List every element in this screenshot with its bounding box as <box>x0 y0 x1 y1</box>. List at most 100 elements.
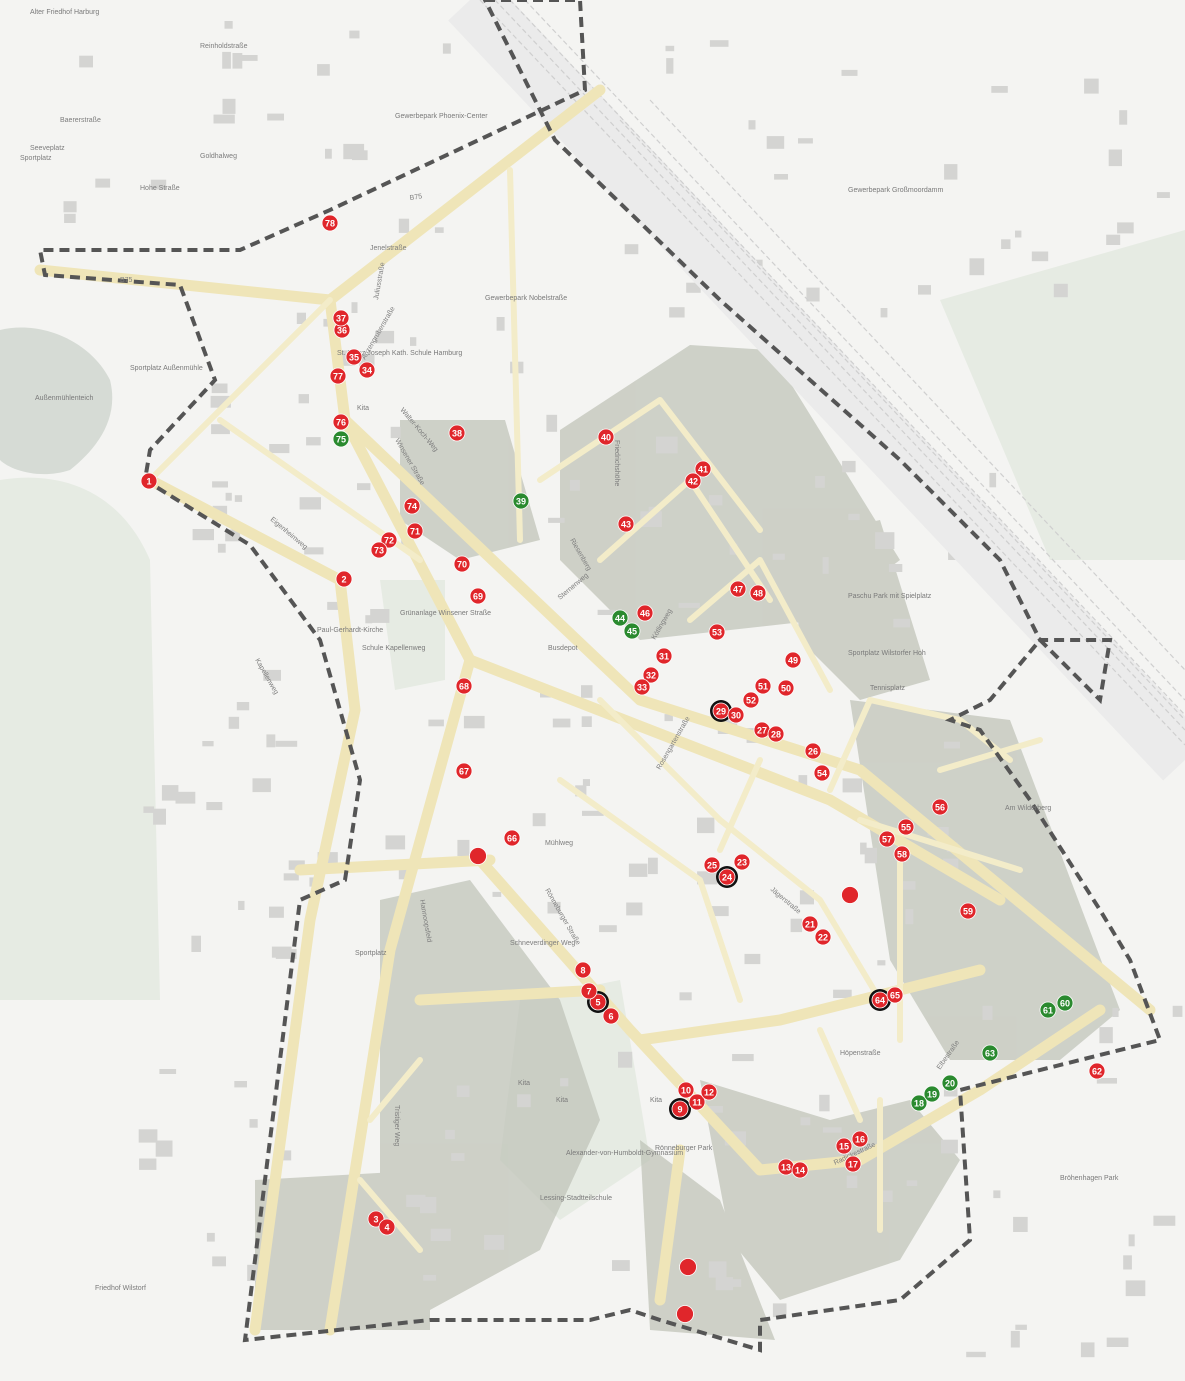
marker-red[interactable]: 46 <box>636 604 654 622</box>
marker-red[interactable]: 55 <box>897 818 915 836</box>
marker-red[interactable]: 54 <box>813 764 831 782</box>
marker-red[interactable]: 41 <box>694 460 712 478</box>
marker-dot <box>677 1081 695 1099</box>
marker-red[interactable]: 22 <box>814 928 832 946</box>
marker-green[interactable]: 18 <box>910 1094 928 1112</box>
marker-red[interactable]: 9 <box>669 1098 691 1120</box>
marker-red[interactable]: 35 <box>345 348 363 366</box>
marker-label: 34 <box>362 366 372 376</box>
marker-red[interactable]: 72 <box>380 531 398 549</box>
marker-red[interactable]: 7 <box>580 982 598 1000</box>
marker-red[interactable]: 32 <box>642 666 660 684</box>
marker-green[interactable]: 39 <box>512 492 530 510</box>
marker-red[interactable]: 64 <box>869 989 891 1011</box>
marker-dot <box>886 986 904 1004</box>
marker-red[interactable]: 69 <box>469 587 487 605</box>
marker-dot <box>727 706 745 724</box>
marker-red[interactable]: 43 <box>617 515 635 533</box>
marker-red[interactable] <box>679 1258 697 1276</box>
marker-green[interactable]: 20 <box>941 1074 959 1092</box>
marker-red[interactable]: 2 <box>335 570 353 588</box>
marker-red[interactable]: 17 <box>844 1155 862 1173</box>
marker-red[interactable]: 68 <box>455 677 473 695</box>
marker-red[interactable]: 26 <box>804 742 822 760</box>
marker-green[interactable]: 19 <box>923 1085 941 1103</box>
building <box>283 873 299 881</box>
marker-green[interactable]: 44 <box>611 609 629 627</box>
marker-red[interactable]: 47 <box>729 580 747 598</box>
marker-red[interactable]: 11 <box>688 1093 706 1111</box>
marker-red[interactable]: 67 <box>455 762 473 780</box>
marker-dot <box>602 1007 620 1025</box>
building <box>1106 1337 1129 1347</box>
building <box>877 960 886 966</box>
building <box>842 778 862 793</box>
marker-red[interactable]: 70 <box>453 555 471 573</box>
marker-red[interactable]: 10 <box>677 1081 695 1099</box>
marker-red[interactable]: 57 <box>878 830 896 848</box>
building <box>1001 239 1011 249</box>
marker-red[interactable]: 62 <box>1088 1062 1106 1080</box>
marker-red[interactable]: 30 <box>727 706 745 724</box>
marker-red[interactable]: 51 <box>754 677 772 695</box>
building <box>669 307 685 318</box>
marker-green[interactable]: 61 <box>1039 1001 1057 1019</box>
marker-red[interactable] <box>469 847 487 865</box>
marker-red[interactable]: 65 <box>886 986 904 1004</box>
marker-red[interactable]: 38 <box>448 424 466 442</box>
marker-red[interactable]: 34 <box>358 361 376 379</box>
marker-red[interactable] <box>841 886 859 904</box>
marker-label: 45 <box>627 627 637 637</box>
marker-red[interactable]: 77 <box>329 367 347 385</box>
marker-green[interactable]: 63 <box>981 1044 999 1062</box>
street-label: Schneverdinger Weg <box>510 940 575 947</box>
marker-red[interactable]: 42 <box>684 472 702 490</box>
marker-red[interactable]: 14 <box>791 1161 809 1179</box>
marker-red[interactable]: 50 <box>777 679 795 697</box>
marker-red[interactable]: 25 <box>703 856 721 874</box>
marker-red[interactable]: 15 <box>835 1137 853 1155</box>
marker-red[interactable]: 59 <box>959 902 977 920</box>
marker-green[interactable]: 75 <box>332 430 350 448</box>
marker-red[interactable]: 1 <box>140 472 158 490</box>
marker-red[interactable] <box>676 1305 694 1323</box>
building <box>888 564 903 572</box>
marker-red[interactable]: 74 <box>403 497 421 515</box>
marker-red[interactable]: 4 <box>378 1218 396 1236</box>
marker-red[interactable]: 24 <box>716 866 738 888</box>
marker-red[interactable]: 58 <box>893 845 911 863</box>
building <box>697 817 715 834</box>
marker-red[interactable]: 31 <box>655 647 673 665</box>
marker-green[interactable]: 45 <box>623 622 641 640</box>
marker-label: 19 <box>927 1090 937 1100</box>
marker-red[interactable]: 28 <box>767 725 785 743</box>
marker-red[interactable]: 56 <box>931 798 949 816</box>
marker-red[interactable]: 8 <box>574 961 592 979</box>
marker-red[interactable]: 21 <box>801 915 819 933</box>
marker-red[interactable]: 23 <box>733 853 751 871</box>
marker-red[interactable]: 48 <box>749 584 767 602</box>
marker-red[interactable]: 49 <box>784 651 802 669</box>
building <box>815 476 825 488</box>
marker-red[interactable]: 27 <box>753 721 771 739</box>
marker-red[interactable]: 52 <box>742 691 760 709</box>
marker-red[interactable]: 73 <box>370 541 388 559</box>
marker-red[interactable]: 40 <box>597 428 615 446</box>
marker-dot <box>597 428 615 446</box>
marker-red[interactable]: 76 <box>332 413 350 431</box>
marker-red[interactable]: 12 <box>700 1083 718 1101</box>
marker-red[interactable]: 29 <box>710 700 732 722</box>
marker-red[interactable]: 33 <box>633 678 651 696</box>
marker-red[interactable]: 71 <box>406 522 424 540</box>
marker-red[interactable]: 66 <box>503 829 521 847</box>
marker-red[interactable]: 16 <box>851 1130 869 1148</box>
marker-red[interactable]: 78 <box>321 214 339 232</box>
building <box>442 43 451 54</box>
marker-red[interactable]: 37 <box>332 309 350 327</box>
marker-red[interactable]: 13 <box>777 1158 795 1176</box>
marker-red[interactable]: 53 <box>708 623 726 641</box>
marker-green[interactable]: 60 <box>1056 994 1074 1012</box>
marker-red[interactable]: 6 <box>602 1007 620 1025</box>
